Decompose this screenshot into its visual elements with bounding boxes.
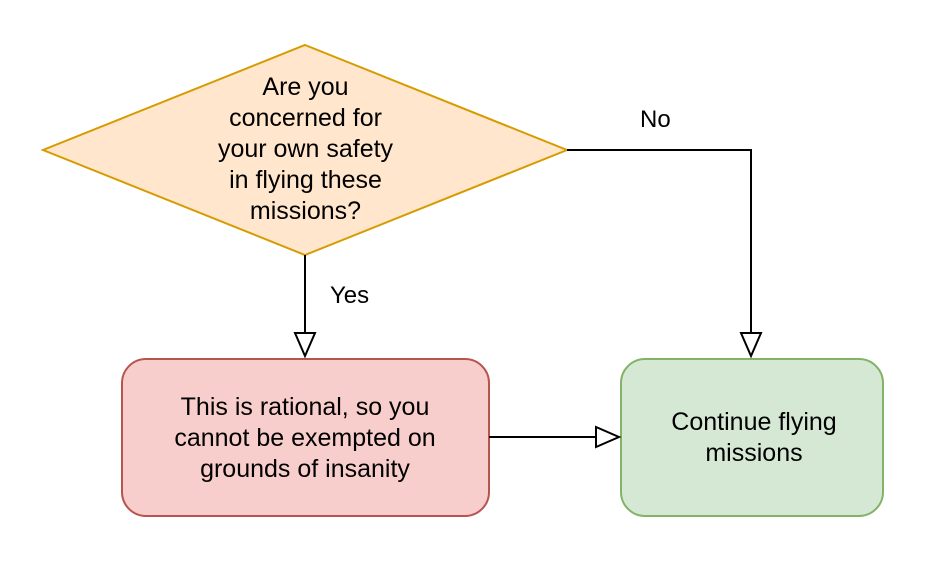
rational-text: This is rational, so you cannot be exemp…	[174, 392, 436, 483]
no-edge-line	[567, 149, 752, 333]
no-edge-arrowhead	[739, 332, 763, 359]
yes-edge-arrowhead	[293, 332, 317, 359]
yes-edge-label: Yes	[330, 282, 370, 309]
no-edge-label: No	[640, 106, 671, 133]
continue-text: Continue flying missions	[671, 408, 837, 467]
decision-label: Are you concerned for your own safety in…	[173, 64, 438, 234]
rational-to-continue-arrowhead	[595, 425, 622, 449]
decision-text: Are you concerned for your own safety in…	[217, 72, 394, 225]
rational-label: This is rational, so you cannot be exemp…	[135, 378, 475, 498]
continue-label: Continue flying missions	[634, 398, 874, 478]
continue-box	[620, 358, 884, 517]
